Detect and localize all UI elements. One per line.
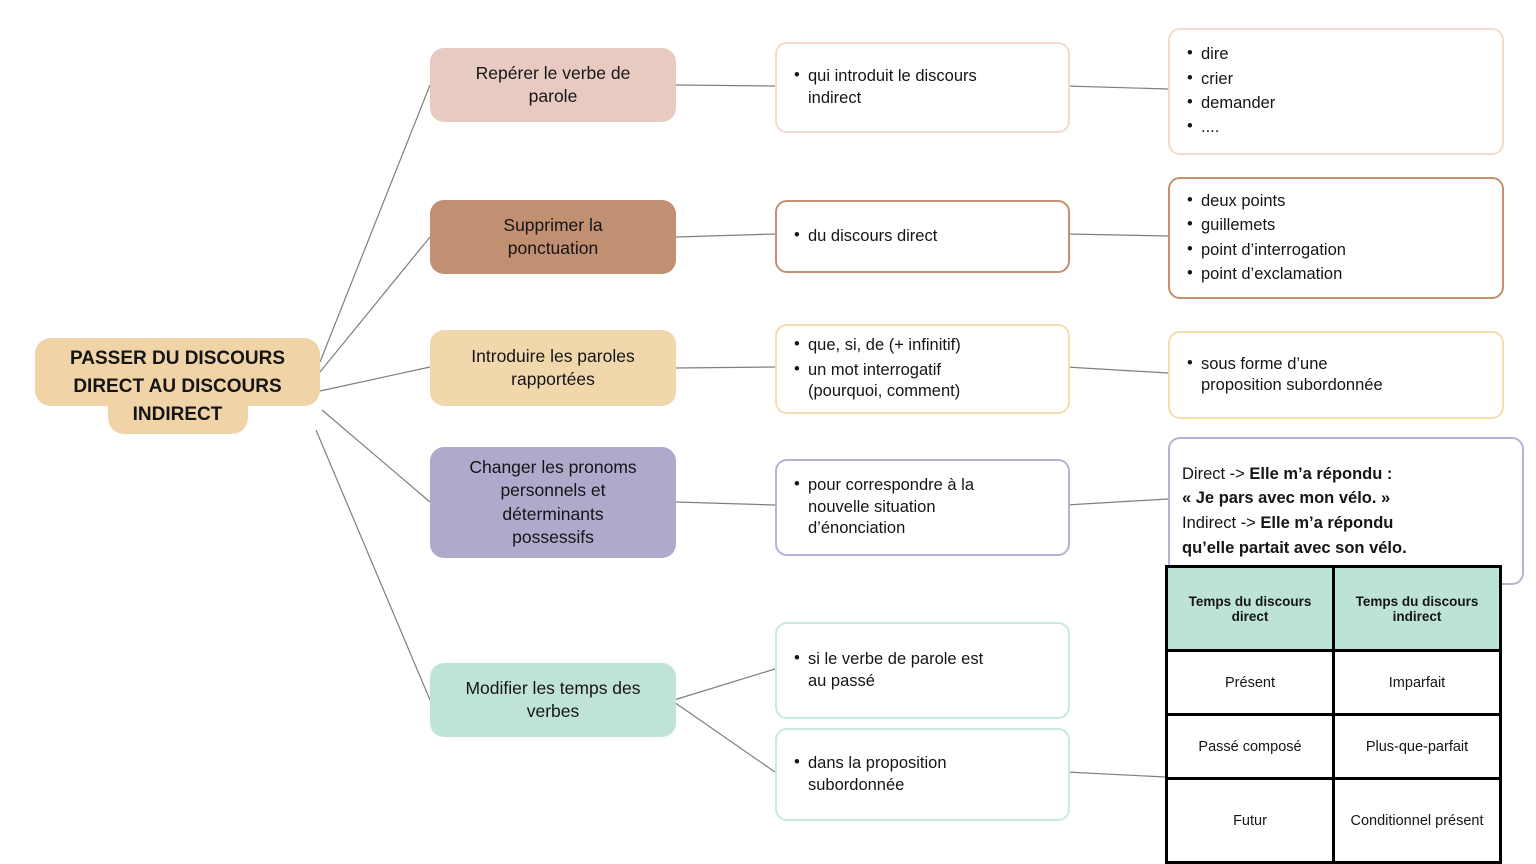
connector-branch3-middle [675, 366, 776, 369]
bullet-list: qui introduit le discours indirect [777, 63, 1068, 112]
tense-cell-futur: Futur [1165, 777, 1335, 864]
tense-cell-conditionnel: Conditionnel présent [1332, 777, 1502, 864]
tense-table-row: Futur Conditionnel présent [1165, 777, 1502, 864]
root-node-label: PASSER DU DISCOURS DIRECT AU DISCOURS IN… [69, 348, 285, 425]
bullet-list: pour correspondre à la nouvelle situatio… [777, 472, 1068, 542]
bullet-item: .... [1186, 116, 1496, 138]
connector-branch5-middle-b [673, 701, 776, 773]
tense-table-row: Présent Imparfait [1165, 649, 1502, 716]
bullet-item: point d’exclamation [1186, 263, 1496, 285]
bullet-list: deux pointsguillemetspoint d’interrogati… [1170, 188, 1502, 289]
branch-node-introduire-paroles: Introduire les paroles rapportées [430, 330, 676, 406]
connector-middle5b-table [1065, 771, 1166, 778]
example-indirect-text2: qu’elle partait avec son vélo. [1182, 538, 1407, 557]
middle-card-ponctuation: du discours direct [775, 200, 1070, 273]
bullet-list: que, si, de (+ infinitif) un mot interrog… [777, 332, 1068, 405]
connector-branch5-middle-a [673, 668, 776, 701]
bullet-list: dire crierdemander.... [1170, 41, 1502, 142]
tense-table-row: Passé composé Plus-que-parfait [1165, 713, 1502, 780]
example-indirect-text: Elle m’a répondu [1260, 514, 1394, 532]
connector-middle4-right [1065, 498, 1169, 506]
right-card-verbes-exemples: dire crierdemander.... [1168, 28, 1504, 155]
tense-table-header-direct: Temps du discours direct [1165, 565, 1335, 652]
bullet-item: dans la proposition subordonnée [793, 752, 1062, 796]
tense-cell-plus-que-parfait: Plus-que-parfait [1332, 713, 1502, 780]
connector-middle3-right [1065, 366, 1169, 374]
bullet-item: si le verbe de parole est au passé [793, 648, 1062, 692]
example-line: Direct -> Elle m’a répondu : [1182, 462, 1514, 487]
tense-table-header-indirect: Temps du discours indirect [1332, 565, 1502, 652]
example-line: Indirect -> Elle m’a répondu [1182, 511, 1514, 536]
connector-middle2-right [1065, 233, 1169, 237]
connector-root-branch4 [321, 409, 431, 503]
right-card-exemple-direct-indirect: Direct -> Elle m’a répondu : « Je pars a… [1168, 437, 1524, 585]
connector-branch2-middle [675, 233, 776, 238]
root-node: PASSER DU DISCOURS DIRECT AU DISCOURS IN… [35, 338, 320, 434]
tense-cell-passe-compose: Passé composé [1165, 713, 1335, 780]
bullet-item: qui introduit le discours indirect [793, 65, 1062, 109]
bullet-item: sous forme d’une proposition subordonnée [1186, 353, 1496, 397]
bullet-list: dans la proposition subordonnée [777, 750, 1068, 799]
middle-card-verbe-passe: si le verbe de parole est au passé [775, 622, 1070, 719]
bullet-item: que, si, de (+ infinitif) [793, 334, 1062, 356]
branch-node-modifier-temps: Modifier les temps des verbes [430, 663, 676, 737]
tense-cell-imparfait: Imparfait [1332, 649, 1502, 716]
bullet-list: sous forme d’une proposition subordonnée [1170, 351, 1502, 400]
example-line: qu’elle partait avec son vélo. [1182, 536, 1514, 561]
bullet-list: du discours direct [777, 223, 1068, 250]
right-card-subordonnee: sous forme d’une proposition subordonnée [1168, 331, 1504, 419]
bullet-item: deux points [1186, 190, 1496, 212]
branch-node-reperer-verbe: Repérer le verbe de parole [430, 48, 676, 122]
tense-cell-present: Présent [1165, 649, 1335, 716]
connector-middle1-right [1065, 85, 1169, 90]
bullet-item: point d’interrogation [1186, 238, 1496, 261]
middle-card-pronoms: pour correspondre à la nouvelle situatio… [775, 459, 1070, 556]
connector-branch4-middle [675, 501, 776, 506]
bullet-item: guillemets [1186, 214, 1496, 236]
bullet-item: un mot interrogatif (pourquoi, comment) [793, 359, 1062, 403]
connector-root-branch2 [319, 236, 431, 373]
example-line: « Je pars avec mon vélo. » [1182, 486, 1514, 511]
bullet-item: pour correspondre à la nouvelle situatio… [793, 474, 1062, 539]
example-direct-label: Direct -> [1182, 464, 1250, 483]
example-direct-text: Elle m’a répondu : [1249, 464, 1393, 483]
example-direct-quote: « Je pars avec mon vélo. » [1182, 489, 1391, 508]
middle-card-proposition-subordonnee: dans la proposition subordonnée [775, 728, 1070, 821]
bullet-item: dire [1186, 43, 1496, 65]
root-node-body [35, 338, 320, 406]
bullet-item: demander [1186, 92, 1496, 114]
branch-node-changer-pronoms: Changer les pronoms personnels et déterm… [430, 447, 676, 558]
tense-table: Temps du discours direct Temps du discou… [1165, 565, 1502, 864]
root-node-tab [107, 404, 248, 434]
branch-node-supprimer-ponctuation: Supprimer la ponctuation [430, 200, 676, 274]
middle-card-paroles-rapportees: que, si, de (+ infinitif) un mot interrog… [775, 324, 1070, 414]
connector-branch1-middle [675, 84, 776, 87]
middle-card-verbe-parole: qui introduit le discours indirect [775, 42, 1070, 133]
bullet-list: si le verbe de parole est au passé [777, 646, 1068, 695]
right-card-ponctuation-exemples: deux pointsguillemetspoint d’interrogati… [1168, 177, 1504, 299]
bullet-item: crier [1186, 68, 1496, 90]
bullet-item: du discours direct [793, 225, 1062, 247]
connector-root-branch3 [319, 366, 431, 392]
connector-root-branch5 [315, 429, 431, 701]
connector-root-branch1 [319, 84, 431, 363]
tense-table-header-row: Temps du discours direct Temps du discou… [1165, 565, 1502, 652]
example-indirect-label: Indirect -> [1182, 514, 1261, 532]
